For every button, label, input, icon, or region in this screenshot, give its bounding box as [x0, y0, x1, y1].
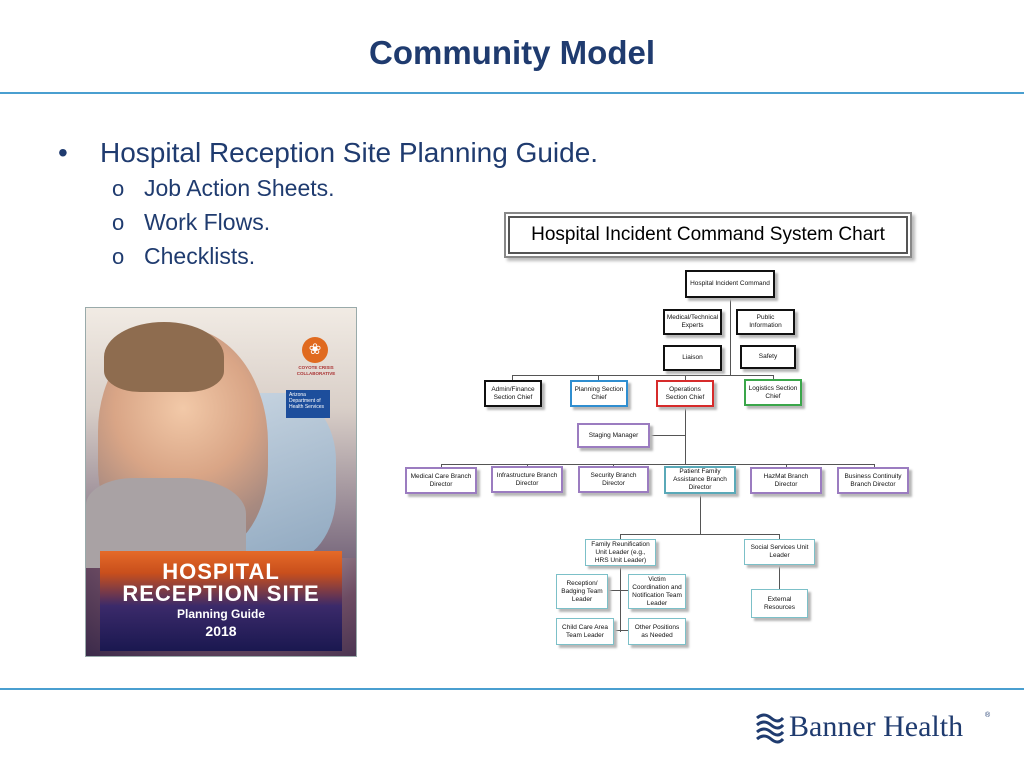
node-safety: Safety	[740, 345, 796, 369]
node-hazmat-branch: HazMat Branch Director	[750, 467, 822, 494]
node-child-care-area: Child Care Area Team Leader	[556, 618, 614, 645]
connector-line	[606, 590, 628, 591]
cover-subtitle: Planning Guide	[100, 607, 342, 621]
adhs-logo: Arizona Department of Health Services	[286, 390, 330, 418]
node-business-continuity-branch: Business Continuity Branch Director	[837, 467, 909, 494]
node-admin-finance: Admin/Finance Section Chief	[484, 380, 542, 407]
connector-line	[620, 534, 780, 535]
node-medical-experts: Medical/Technical Experts	[663, 309, 722, 335]
connector-line	[441, 464, 875, 465]
node-security-branch: Security Branch Director	[578, 466, 649, 493]
sub-bullet-marker: o	[112, 210, 124, 236]
sub-bullet-text: Job Action Sheets.	[144, 175, 335, 202]
connector-line	[730, 298, 731, 376]
node-reception-badging: Reception/ Badging Team Leader	[556, 574, 608, 609]
sub-bullet-marker: o	[112, 176, 124, 202]
node-public-information: Public Information	[736, 309, 795, 335]
coyote-logo-text: COYOTE CRISIS COLLABORATIVE	[288, 365, 344, 377]
bullet-main-text: Hospital Reception Site Planning Guide.	[100, 137, 598, 169]
node-family-reunification: Family Reunification Unit Leader (e.g., …	[585, 539, 656, 566]
planning-guide-cover-image: ❀ COYOTE CRISIS COLLABORATIVE Arizona De…	[85, 307, 357, 657]
top-divider	[0, 92, 1024, 94]
node-operations-section: Operations Section Chief	[656, 380, 714, 407]
node-liaison: Liaison	[663, 345, 722, 371]
banner-health-wordmark: Banner Health	[789, 710, 963, 744]
connector-line	[700, 494, 701, 534]
node-infrastructure-branch: Infrastructure Branch Director	[491, 466, 563, 493]
node-planning-section: Planning Section Chief	[570, 380, 628, 407]
cover-title-line2: RECEPTION SITE	[100, 581, 342, 607]
sub-bullet-text: Checklists.	[144, 243, 255, 270]
node-patient-family-branch: Patient Family Assistance Branch Directo…	[664, 466, 736, 494]
connector-line	[779, 566, 780, 589]
connector-line	[620, 566, 621, 632]
sub-bullet-marker: o	[112, 244, 124, 270]
banner-health-logo: Banner Health ®	[755, 708, 995, 748]
bottom-divider	[0, 688, 1024, 690]
cover-hair	[104, 322, 224, 392]
cover-year: 2018	[100, 623, 342, 639]
connector-line	[512, 375, 774, 376]
node-incident-command: Hospital Incident Command	[685, 270, 775, 298]
cover-title-band: HOSPITAL RECEPTION SITE Planning Guide 2…	[100, 551, 342, 651]
node-staging-manager: Staging Manager	[577, 423, 650, 448]
paw-icon: ❀	[302, 337, 328, 363]
node-victim-coordination: Victim Coordination and Notification Tea…	[628, 574, 686, 609]
registered-mark: ®	[985, 712, 990, 719]
node-other-positions: Other Positions as Needed	[628, 618, 686, 645]
slide-title: Community Model	[0, 34, 1024, 72]
sub-bullet-text: Work Flows.	[144, 209, 270, 236]
chart-title: Hospital Incident Command System Chart	[508, 216, 908, 254]
node-social-services: Social Services Unit Leader	[744, 539, 815, 565]
node-logistics-section: Logistics Section Chief	[744, 379, 802, 406]
connector-line	[650, 435, 685, 436]
coyote-crisis-logo: ❀ COYOTE CRISIS COLLABORATIVE	[294, 335, 336, 381]
node-medical-care-branch: Medical Care Branch Director	[405, 467, 477, 494]
banner-waves-icon	[755, 712, 785, 746]
bullet-marker: •	[58, 137, 68, 169]
connector-line	[685, 408, 686, 464]
node-external-resources: External Resources	[751, 589, 808, 618]
